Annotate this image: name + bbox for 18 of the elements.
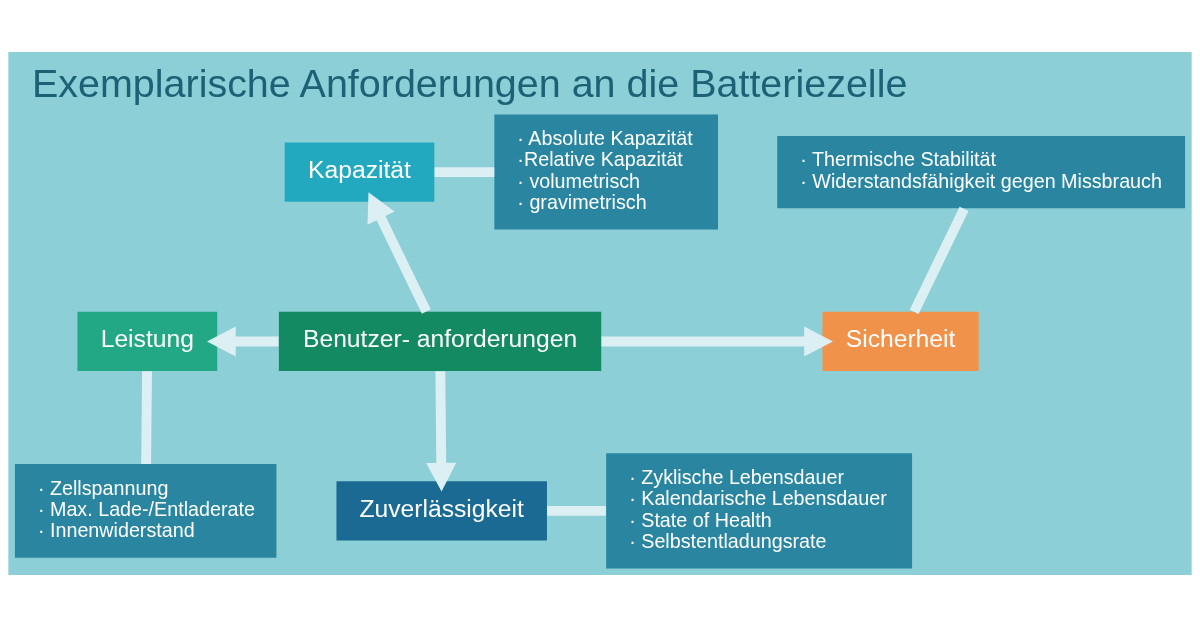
diagram-title: Exemplarische Anforderungen an die Batteriezelle — [31, 60, 908, 105]
node-box: · Zyklische Lebensdauer · Kalendarische Lebensdauer · State of Health · Selbstentladungsrate — [606, 453, 913, 569]
arrow — [601, 326, 833, 357]
arrow — [426, 371, 457, 492]
arrow — [367, 192, 431, 314]
node-box: · Thermische Stabilität · Widerstandsfähigkeit gegen Missbrauch — [777, 135, 1186, 209]
connector — [434, 167, 495, 177]
connector — [547, 505, 606, 516]
node-box: Leistung — [77, 311, 218, 372]
node-box: · Absolute Kapazität ·Relative Kapazität · volumetrisch · gravimetrisch — [494, 114, 718, 230]
connector — [141, 371, 152, 464]
node-box: · Zellspannung · Max. Lade-/Entladerate · Innenwiderstand — [14, 464, 277, 558]
node-box: Zuverlässigkeit — [336, 481, 547, 541]
connector — [909, 206, 969, 314]
node-box: Kapazität — [284, 142, 435, 202]
arrow — [207, 326, 279, 357]
node-box: Sicherheit — [822, 311, 979, 372]
node-box: Benutzer- anforderungen — [278, 311, 602, 372]
